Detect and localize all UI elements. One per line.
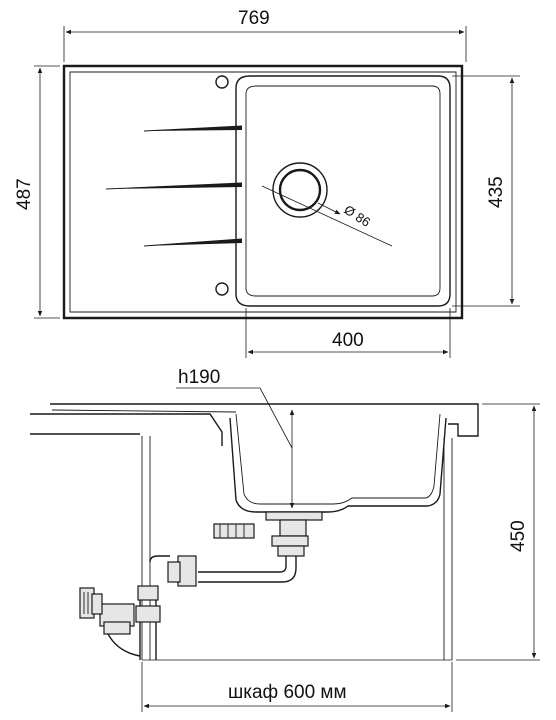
drain: Ø 86 bbox=[261, 162, 393, 247]
cabinet-width-dimension: шкаф 600 мм bbox=[141, 662, 453, 712]
sink-outline bbox=[62, 64, 464, 320]
cabinet-width-label: шкаф 600 мм bbox=[228, 682, 347, 703]
total-height-dimension: 450 bbox=[456, 403, 540, 661]
bowl-width-dimension: 400 bbox=[245, 308, 451, 358]
tap-hole-bottom bbox=[215, 282, 229, 296]
bowl-profile bbox=[229, 413, 447, 513]
width-label: 769 bbox=[238, 8, 270, 29]
bowl-depth-label: 435 bbox=[486, 176, 507, 208]
depth-dimension: 487 bbox=[14, 65, 60, 319]
drain-diameter-label: Ø 86 bbox=[341, 202, 373, 230]
depth-label: 487 bbox=[14, 178, 35, 210]
sink-rim bbox=[30, 403, 479, 446]
siphon bbox=[79, 511, 323, 660]
bowl-width-label: 400 bbox=[332, 330, 364, 351]
total-height-label: 450 bbox=[508, 520, 529, 552]
drainboard-ribs bbox=[105, 125, 243, 247]
tap-hole-top bbox=[215, 75, 229, 89]
top-view: Ø 86 769 487 435 400 bbox=[14, 8, 520, 358]
bowl-depth-dimension: 435 bbox=[452, 75, 520, 307]
bowl-height-dimension: h190 bbox=[176, 367, 295, 509]
width-dimension: 769 bbox=[63, 8, 467, 62]
bowl-outline bbox=[235, 75, 451, 307]
bowl-height-label: h190 bbox=[178, 367, 220, 388]
cabinet-walls bbox=[141, 436, 453, 660]
side-view: h190 bbox=[30, 367, 540, 712]
